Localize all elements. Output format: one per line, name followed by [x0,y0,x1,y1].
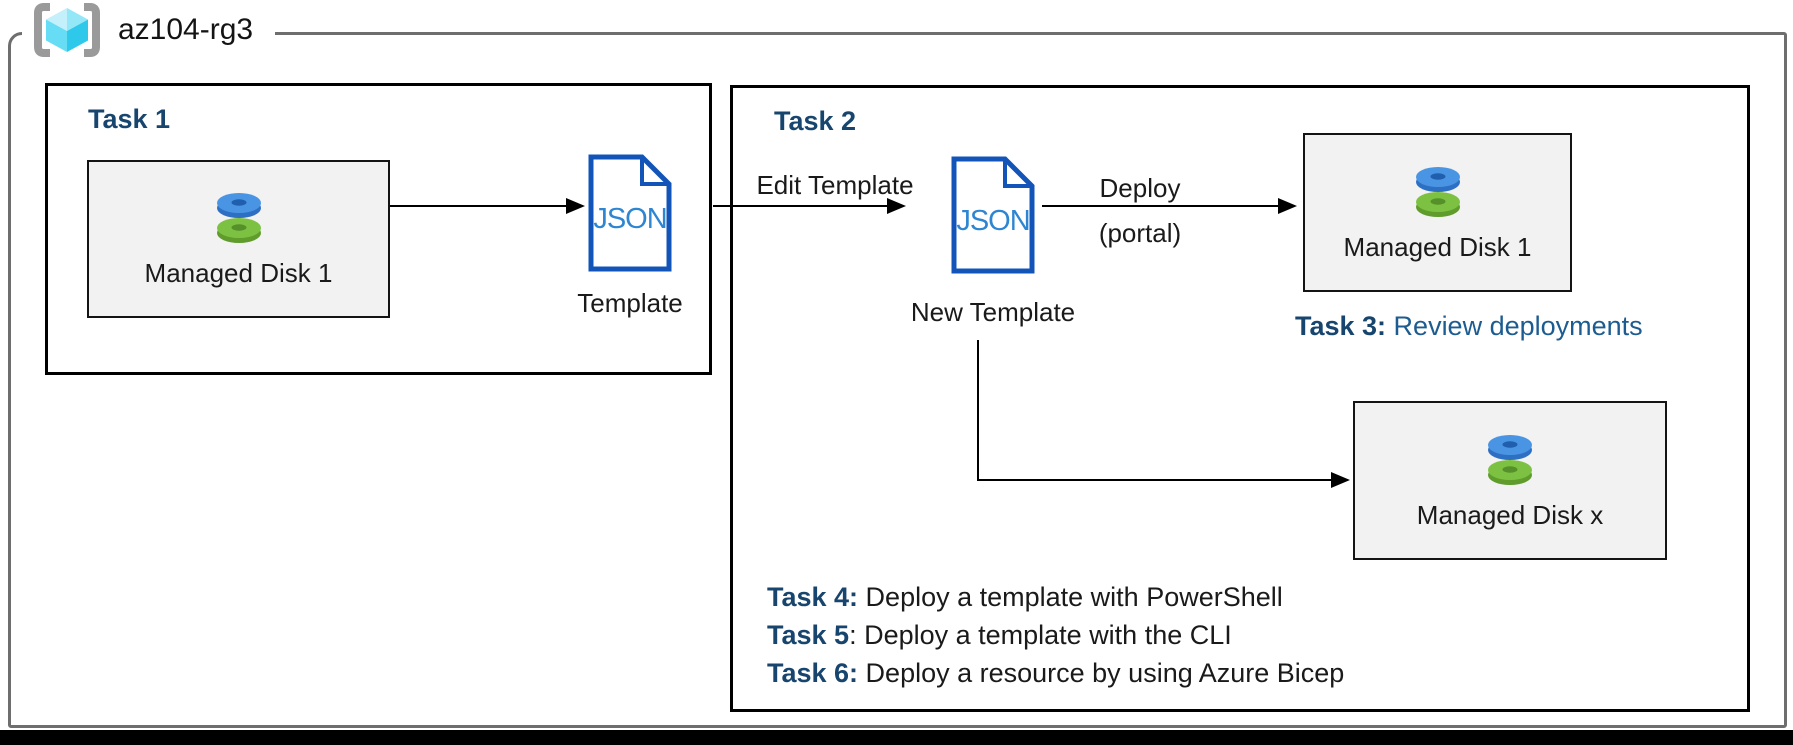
task2-box [730,85,1750,712]
arrow-deploy-portal-head [1278,198,1297,214]
json-doc-text: JSON [956,205,1030,237]
json-doc-icon [951,156,1035,274]
arrow-edit-template-head [887,198,906,214]
resource-group-badge: az104-rg3 [22,0,276,60]
json-doc-icon [588,154,672,272]
task6-text: Deploy a resource by using Azure Bicep [858,658,1345,688]
json-new-template-icon: JSON [950,155,1036,275]
task6-bold: Task 6: [767,658,859,688]
arrow-edit-template [713,205,887,207]
deploy-label-line2: (portal) [1098,218,1182,248]
task4-text: Deploy a template with PowerShell [858,582,1283,612]
task5-line: Task 5: Deploy a template with the CLI [767,616,1344,654]
managed-disk-icon [1415,166,1460,217]
task-list: Task 4: Deploy a template with PowerShel… [767,578,1344,692]
arrow-disk-to-template-head [566,198,585,214]
task3-text: Review deployments [1386,311,1643,341]
managed-disk-x-label: Managed Disk x [1416,499,1604,530]
task4-line: Task 4: Deploy a template with PowerShel… [767,578,1344,616]
managed-disk-icon [216,193,261,243]
task6-line: Task 6: Deploy a resource by using Azure… [767,654,1344,692]
deploy-label-line1: Deploy [1099,173,1181,203]
task5-bold: Task 5 [767,620,850,650]
managed-disk-x-card: Managed Disk x [1353,401,1667,560]
task4-bold: Task 4: [767,582,859,612]
task2-title: Task 2 [774,106,857,136]
task3-caption: Task 3: Review deployments [1295,311,1643,342]
managed-disk-1-label: Managed Disk 1 [144,258,333,288]
managed-disk-1-card: Managed Disk 1 [87,160,390,318]
arrow-to-disk-x-head [1331,472,1350,488]
edit-template-label: Edit Template [756,170,914,200]
json-template-icon: JSON [587,153,673,273]
managed-disk-1-deployed-card: Managed Disk 1 [1303,133,1572,292]
task3-bold: Task 3: [1295,311,1387,341]
task1-title: Task 1 [88,104,171,134]
resource-group-icon [34,2,100,57]
resource-group-frame [8,32,1787,728]
arrow-disk-to-template [333,205,566,207]
arrow-new-template-down [977,340,979,481]
arrow-to-disk-x [977,479,1331,481]
resource-group-label: az104-rg3 [118,13,254,46]
new-template-caption: New Template [910,297,1076,327]
arrow-deploy-portal [1042,205,1278,207]
bottom-black-bar [0,730,1793,745]
managed-disk-1-deployed-label: Managed Disk 1 [1343,231,1532,262]
task5-text: : Deploy a template with the CLI [849,620,1232,650]
json-doc-text: JSON [593,203,667,235]
template-caption: Template [577,288,683,318]
managed-disk-icon [1488,434,1532,485]
